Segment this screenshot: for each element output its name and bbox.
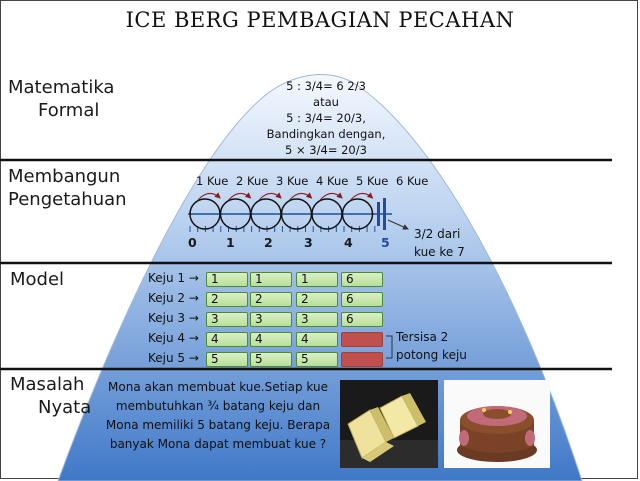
keju-label: Keju 1 → (148, 271, 199, 285)
leftover-marker (383, 198, 386, 230)
equation-line: Bandingkan dengan, (266, 127, 386, 141)
kue-label: 1 Kue (196, 174, 229, 188)
kue-arc-arrow (319, 192, 343, 201)
cheese-piece: 3 (296, 312, 338, 327)
number-line (188, 192, 409, 232)
cheese-piece: 6 (341, 272, 383, 287)
level-label-model: Model (10, 269, 65, 290)
cheese-piece: 4 (250, 332, 292, 347)
cheese-piece: 5 (250, 352, 292, 367)
kue-arc-arrow (289, 192, 313, 201)
kue-arc-arrow (258, 192, 282, 201)
kue-arc-arrow (228, 192, 252, 201)
kue-label: 3 Kue (276, 174, 309, 188)
cheese-piece: 3 (206, 312, 248, 327)
note-arrow (387, 219, 409, 230)
formal-equations: 5 : 3/4= 6 2/3 atau 5 : 3/4= 20/3, Bandi… (246, 78, 406, 158)
story-problem: Mona akan membuat kue.Setiap kue membutu… (105, 380, 331, 451)
equation-line: 5 × 3/4= 20/3 (285, 143, 367, 157)
level-label-building: Membangun Pengetahuan (8, 166, 127, 210)
cheese-piece: 1 (296, 272, 338, 287)
cake-photo (444, 380, 550, 468)
leftover-piece (341, 332, 383, 347)
page-title: ICE BERG PEMBAGIAN PECAHAN (125, 8, 515, 32)
kue-arcs (197, 192, 374, 201)
level-label-real: Masalah Nyata (10, 374, 92, 418)
cheese-piece: 5 (206, 352, 248, 367)
equation-line: 5 : 3/4= 6 2/3 (286, 79, 366, 93)
keju-label: Keju 4 → (148, 331, 199, 345)
equation-line: 5 : 3/4= 20/3, (286, 111, 366, 125)
equation-line: atau (313, 95, 339, 109)
cheese-piece: 3 (250, 312, 292, 327)
level-label-formal: Matematika Formal (8, 77, 115, 121)
remainder-bracket (386, 335, 393, 359)
number-label: 1 (226, 235, 235, 250)
keju-label: Keju 2 → (148, 291, 199, 305)
cheese-piece: 4 (206, 332, 248, 347)
kue-circles (189, 198, 374, 230)
number-label: 4 (344, 235, 353, 250)
number-label: 3 (304, 235, 313, 250)
leftover-marker (377, 202, 380, 226)
keju-label: Keju 5 → (148, 351, 199, 365)
kue-label: 5 Kue (356, 174, 389, 188)
number-label: 5 (381, 235, 390, 250)
cheese-piece: 1 (206, 272, 248, 287)
kue-circle (341, 198, 374, 230)
number-label: 0 (188, 235, 197, 250)
kue-label: 4 Kue (316, 174, 349, 188)
cheese-piece: 6 (341, 292, 383, 307)
kue-arc-arrow (197, 192, 221, 201)
remainder-note: Tersisa 2 potong keju (396, 330, 467, 362)
kue-arc-arrow (350, 192, 374, 201)
number-line-note: 3/2 dari kue ke 7 (414, 227, 465, 259)
cheese-piece: 2 (250, 292, 292, 307)
kue-label: 2 Kue (236, 174, 269, 188)
keju-label: Keju 3 → (148, 311, 199, 325)
number-label: 2 (264, 235, 273, 250)
cheese-piece: 5 (296, 352, 338, 367)
cheese-piece: 2 (206, 292, 248, 307)
cheese-photo (340, 380, 438, 468)
cheese-piece: 6 (341, 312, 383, 327)
cheese-piece: 1 (250, 272, 292, 287)
cheese-piece: 2 (296, 292, 338, 307)
kue-label: 6 Kue (396, 174, 429, 188)
cheese-piece: 4 (296, 332, 338, 347)
leftover-piece (341, 352, 383, 367)
